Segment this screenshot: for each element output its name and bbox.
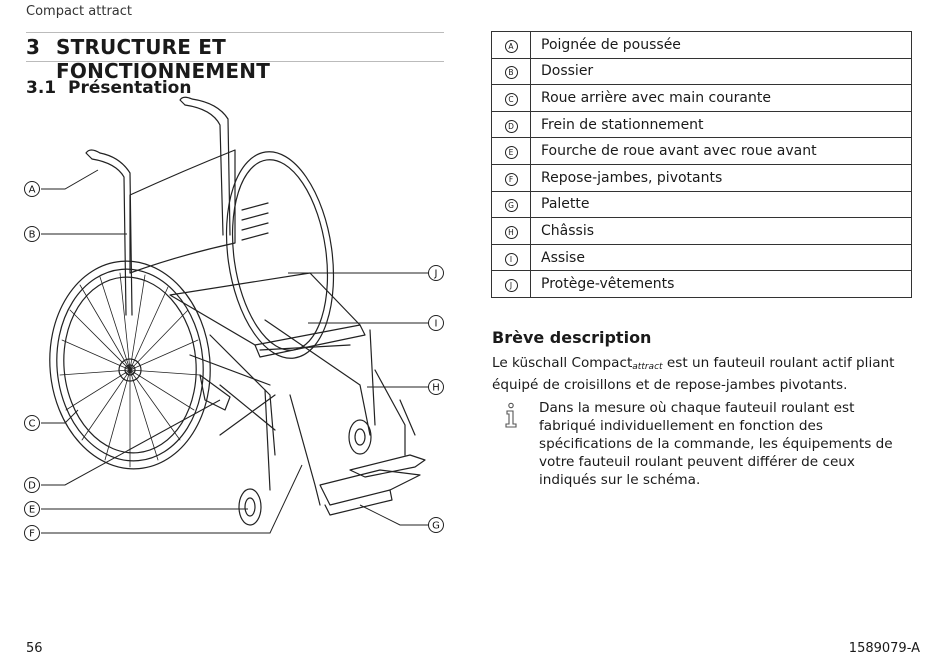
legend-label: Frein de stationnement — [530, 110, 912, 139]
legend-row: J Protège-vêtements — [491, 270, 912, 298]
legend-key: B — [504, 66, 518, 80]
legend-label: Poignée de poussée — [530, 31, 912, 59]
legend-row: B Dossier — [491, 57, 912, 86]
legend-label: Dossier — [530, 57, 912, 86]
description-text-end: est un fauteuil roulant actif pliant équ… — [492, 355, 895, 393]
legend-row: I Assise — [491, 243, 912, 272]
chapter-number: 3 — [26, 35, 40, 59]
legend-label: Châssis — [530, 217, 912, 245]
wheelchair-illustration: A B C D E F G H I J — [24, 96, 444, 541]
legend-label: Palette — [530, 190, 912, 219]
legend-label: Fourche de roue avant avec roue avant — [530, 137, 912, 165]
parts-legend-table: A Poignée de poussée B Dossier C Roue arriè… — [491, 31, 912, 298]
legend-key: H — [504, 225, 518, 239]
legend-key: I — [504, 252, 518, 266]
legend-key: E — [504, 146, 518, 160]
legend-label: Roue arrière avec main courante — [530, 84, 912, 112]
chapter-heading: 3 STRUCTURE ET FONCTIONNEMENT — [26, 32, 444, 83]
callout-h: H — [432, 383, 440, 394]
section-number: 3.1 — [26, 78, 57, 98]
legend-row: E Fourche de roue avant avec roue avant — [491, 137, 912, 165]
legend-row: A Poignée de poussée — [491, 31, 912, 59]
legend-key: F — [504, 172, 518, 186]
legend-key: A — [504, 39, 518, 53]
callout-e: E — [29, 505, 35, 516]
callout-g: G — [432, 521, 440, 532]
section-title: Présentation — [68, 78, 192, 98]
page-number: 56 — [26, 641, 43, 656]
product-subscript: attract — [632, 362, 663, 372]
callout-f: F — [29, 529, 35, 540]
callout-i: I — [435, 319, 438, 330]
legend-key: J — [504, 279, 518, 293]
callout-a: A — [29, 185, 36, 196]
legend-row: C Roue arrière avec main courante — [491, 84, 912, 112]
callout-j: J — [434, 269, 438, 280]
legend-key: G — [504, 199, 518, 213]
description-paragraph: Le küschall Compactattract est un fauteu… — [492, 354, 912, 394]
legend-label: Assise — [530, 243, 912, 272]
description-heading: Brève description — [492, 328, 652, 347]
legend-key: D — [504, 119, 518, 133]
legend-row: G Palette — [491, 190, 912, 219]
callout-d: D — [28, 481, 36, 492]
description-text-start: Le küschall Compact — [492, 355, 633, 371]
info-icon — [505, 402, 517, 428]
running-header: Compact attract — [26, 4, 133, 19]
callout-c: C — [29, 419, 36, 430]
legend-row: H Châssis — [491, 217, 912, 245]
legend-row: F Repose-jambes, pivotants — [491, 163, 912, 192]
legend-row: D Frein de stationnement — [491, 110, 912, 139]
legend-label: Protège-vêtements — [530, 270, 912, 298]
document-number: 1589079-A — [848, 641, 920, 656]
info-note: Dans la mesure où chaque fauteuil roulan… — [539, 400, 893, 488]
legend-key: C — [504, 92, 518, 106]
callout-b: B — [29, 230, 36, 241]
section-heading: 3.1 Présentation — [26, 78, 191, 98]
legend-label: Repose-jambes, pivotants — [530, 163, 912, 192]
chapter-title: STRUCTURE ET FONCTIONNEMENT — [56, 35, 271, 83]
